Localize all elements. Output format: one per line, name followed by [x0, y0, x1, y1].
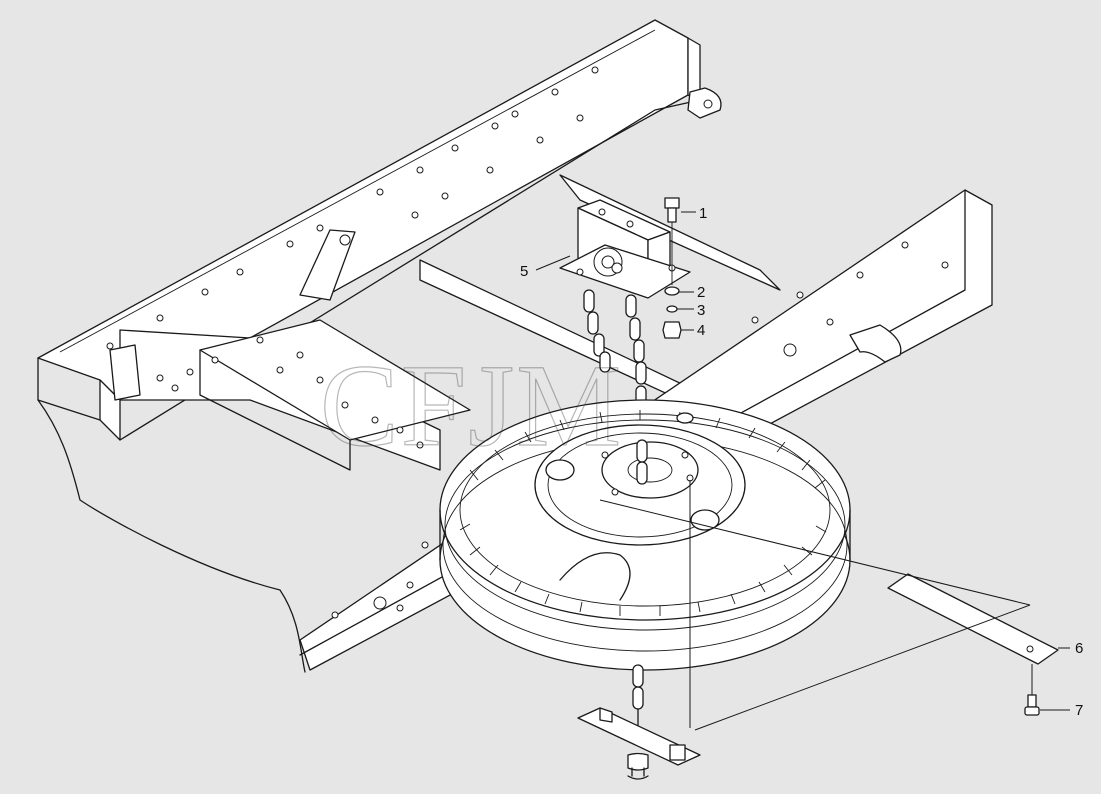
hardware-stack	[662, 197, 682, 339]
callout-6: 6	[1075, 640, 1083, 657]
left-frame-rail	[37, 19, 722, 673]
lower-tire-support	[577, 707, 701, 780]
cross-member-front	[119, 319, 471, 471]
upper-carrier-bracket	[559, 199, 691, 299]
callout-1: 1	[699, 205, 707, 222]
bottom-bolt	[1024, 664, 1040, 716]
callout-2: 2	[697, 284, 705, 301]
tread-pattern	[459, 410, 827, 616]
callout-3: 3	[697, 302, 705, 319]
callout-labels: 1 2 3 4 5 6 7	[520, 205, 1083, 719]
leader-lines	[535, 211, 1070, 731]
callout-7: 7	[1075, 702, 1083, 719]
callout-4: 4	[697, 322, 705, 339]
rail-holes	[106, 66, 599, 350]
callout-5: 5	[520, 263, 528, 280]
gusset-plate	[109, 229, 356, 401]
watermark: CFJM	[320, 340, 623, 471]
lower-chain	[632, 439, 648, 741]
strap-plate	[887, 573, 1059, 665]
spare-tire	[439, 399, 851, 671]
